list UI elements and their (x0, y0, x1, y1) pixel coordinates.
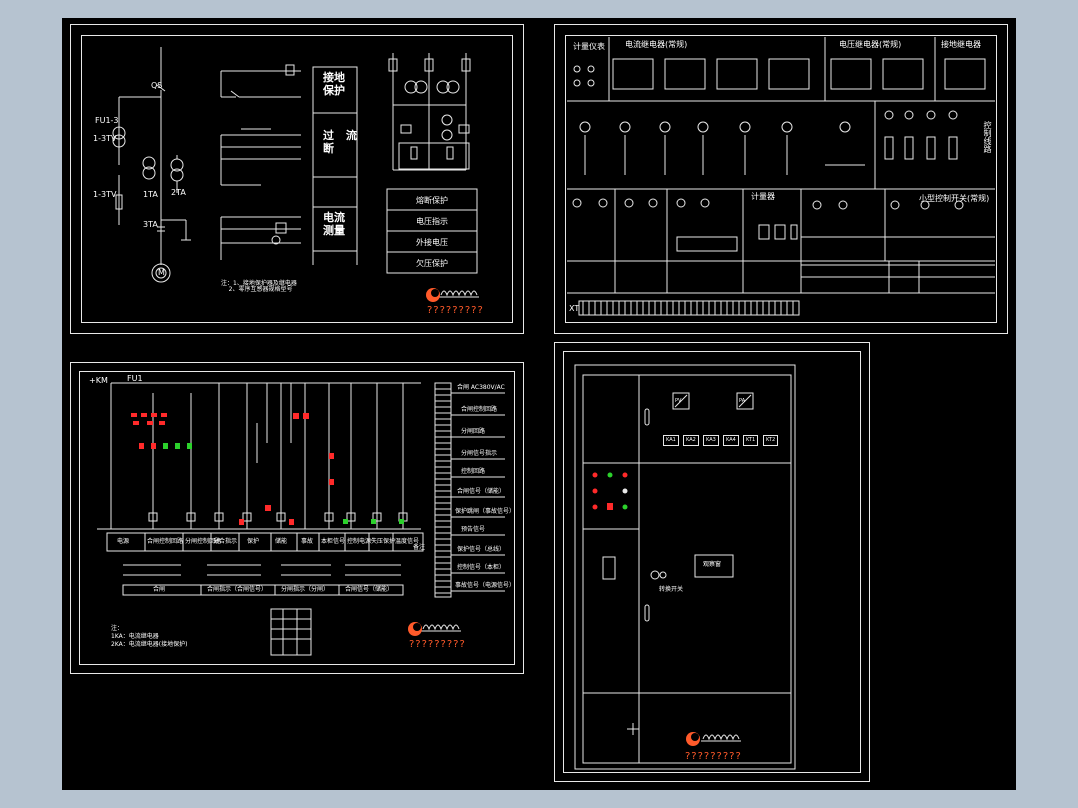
rl-5: 合闸信号（储能） (457, 488, 506, 495)
sheet1-logo-text: ????????? (427, 305, 484, 316)
control-circuit-drawing (97, 382, 505, 656)
secondary-circuit-drawing (567, 37, 995, 316)
current-relay-header: 电流继电器(常规) (625, 40, 688, 49)
earth-protect-line1: 接地 (323, 71, 345, 84)
bh-1: 合闸控制回路 (147, 538, 184, 545)
bh-2: 分闸控制回路 (185, 538, 222, 545)
panel-lamps (592, 472, 628, 510)
rl-6: 保护跳闸（事故信号） (455, 508, 516, 515)
relay-label-3: KA3 (703, 435, 719, 446)
bh-7: 本柜信号 (321, 538, 346, 545)
drawing-canvas: QS FU1-3 1-3TV 1-3TV 1TA 2TA 3TA M 接地 保护… (62, 18, 1016, 790)
ta3-label: 3TA (143, 220, 158, 229)
overcurrent-line1: 过 (323, 129, 334, 142)
rl-10: 事故信号（电源信号） (455, 582, 516, 589)
sheet4-logo-text: ????????? (685, 751, 742, 762)
earth-protect-box-text: 接地 保护 (323, 71, 345, 97)
small-switch-label: 小型控制开关(常规) (919, 194, 990, 203)
sheet-control-circuit-frame (79, 371, 515, 665)
sheet-secondary-circuit-frame (565, 35, 997, 323)
bh-9: 失压保护 (371, 538, 396, 545)
earth-relay-header: 接地继电器 (941, 40, 981, 49)
relay-label-2: KA2 (683, 435, 699, 446)
br-1: 合闸指示（合闸信号） (207, 586, 268, 593)
sheet-primary-circuit: QS FU1-3 1-3TV 1-3TV 1TA 2TA 3TA M 接地 保护… (70, 24, 524, 334)
pv-meter: PV (675, 398, 682, 404)
ta1-label: 1TA (143, 190, 158, 199)
bh-5: 储能 (275, 538, 288, 545)
rl-3: 分闸信号指示 (461, 450, 498, 457)
pa-meter: PA (739, 398, 746, 404)
rl-4: 控制回路 (461, 468, 486, 475)
rl-8: 保护信号（总线） (457, 546, 506, 553)
rl-2: 分闸回路 (461, 428, 486, 435)
sheet3-note: 注： 1KA：电流继电器 2KA：电流继电器(接地保护) (111, 625, 188, 648)
tv-label: 1-3TV (93, 134, 117, 143)
br-2: 分闸指示（分闸） (281, 586, 330, 593)
br-3: 合闸信号（储能） (345, 586, 394, 593)
ta2-label: 2TA (171, 188, 186, 197)
counter-label: 计量器 (751, 192, 775, 201)
br-0: 合闸 (153, 586, 166, 593)
bh-6: 事故 (301, 538, 314, 545)
rl-0: 合闸 AC380V/AC (457, 384, 505, 391)
legend-row-2: 电压指示 (416, 217, 448, 226)
rl-1: 合闸控制回路 (461, 406, 498, 413)
km-label: +KM (89, 376, 108, 385)
current-measure-box-text: 电流 测量 (323, 211, 345, 237)
sheet1-note: 注：1、接地保护器及继电器 2、零序互感器规格型号 (221, 280, 297, 293)
sheet-secondary-circuit: 计量仪表 电流继电器(常规) 电压继电器(常规) 接地继电器 控制线路 计量器 … (554, 24, 1008, 334)
window-label: 观察窗 (703, 561, 722, 568)
rl-9: 控制信号（本柜） (457, 564, 506, 571)
control-line-label: 控制线路 (983, 121, 992, 153)
relay-label-5: KT1 (743, 435, 759, 446)
bh-4: 保护 (247, 538, 260, 545)
current-measure-line2: 测量 (323, 224, 345, 238)
indicator-lamps (131, 413, 404, 525)
legend-row-1: 熔断保护 (416, 196, 448, 205)
sheet-primary-circuit-frame (81, 35, 513, 323)
bh-3: 分合指示 (213, 538, 238, 545)
meter-header: 计量仪表 (573, 42, 605, 51)
terminal-strip-rungs (435, 388, 451, 594)
current-measure-line1: 电流 (323, 211, 345, 224)
overcurrent-line2: 断 (323, 142, 334, 156)
overcurrent-box-text: 过 流 断 (323, 129, 357, 155)
cabinet-front-drawing (574, 364, 796, 770)
knob-label: 转换开关 (659, 586, 684, 593)
sheet-cabinet-front-frame (563, 351, 861, 773)
sheet3-logo-text: ????????? (409, 639, 466, 650)
tm-label: 1-3TV (93, 190, 117, 199)
xt-label: XT (569, 304, 580, 313)
bh-8: 控制电源 (347, 538, 372, 545)
fu1-label: FU1 (127, 374, 143, 383)
relay-label-6: KT2 (763, 435, 779, 446)
sheet-cabinet-front: PV PA KA1 KA2 KA3 KA4 KT1 KT2 观察窗 转换开关 ?… (554, 342, 870, 782)
sheet-control-circuit: +KM FU1 电源 合闸控制回路 分闸控制回路 分合指示 保护 储能 事故 本… (70, 362, 524, 674)
overcurrent-line3: 流 (345, 129, 357, 142)
rl-7: 预告信号 (461, 526, 486, 533)
earth-protect-line2: 保护 (323, 84, 345, 98)
legend-row-3: 外接电压 (416, 238, 448, 247)
bh-0: 电源 (117, 538, 130, 545)
bh-11: 备注 (413, 544, 426, 551)
relay-label-4: KA4 (723, 435, 739, 446)
terminal-strip-ticks (582, 301, 794, 315)
legend-row-4: 欠压保护 (416, 259, 448, 268)
qs-label: QS (151, 81, 163, 90)
fu-label: FU1-3 (95, 116, 119, 125)
motor-label: M (158, 268, 165, 277)
relay-label-1: KA1 (663, 435, 679, 446)
primary-circuit-drawing (112, 47, 479, 302)
bh-10: 温度信号 (395, 538, 420, 545)
voltage-relay-header: 电压继电器(常规) (839, 40, 902, 49)
